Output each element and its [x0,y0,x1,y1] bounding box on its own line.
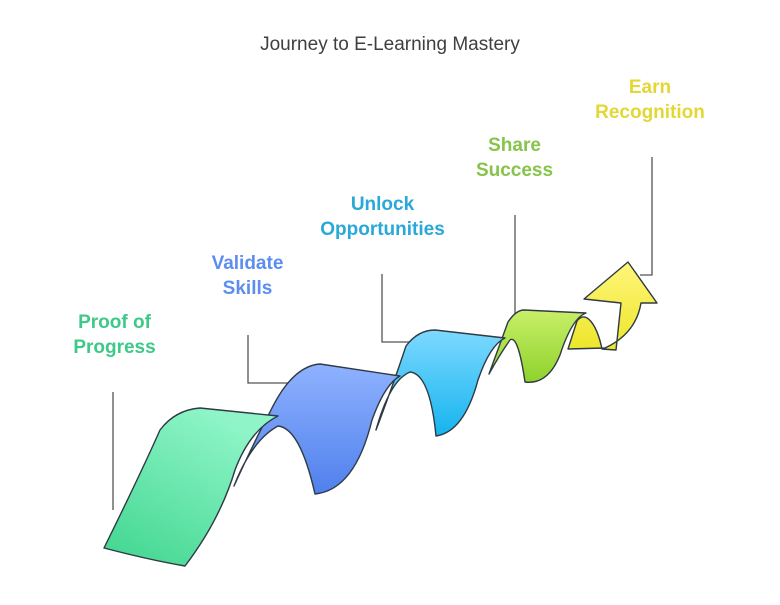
wave-band-unlock-opportunities [375,329,506,437]
stage-label-proof-of-progress: Proof of Progress [73,312,156,358]
stage-label-validate-skills: Validate Skills [211,253,284,299]
leader-line-2 [247,335,300,384]
diagram-title: Journey to E-Learning Mastery [260,34,520,55]
stage-label-share-success: Share Success [475,135,554,181]
leader-line-5 [640,157,653,276]
leader-line-3 [381,274,422,343]
wave-band-share-success [488,309,587,383]
wave-band-proof-of-progress [103,407,279,567]
wave-band-validate-skills [233,363,401,495]
wave-band-earn-recognition [567,261,658,351]
stage-label-earn-recognition: Earn Recognition [595,77,705,123]
stage-label-unlock-opportunities: Unlock Opportunities [320,194,445,240]
